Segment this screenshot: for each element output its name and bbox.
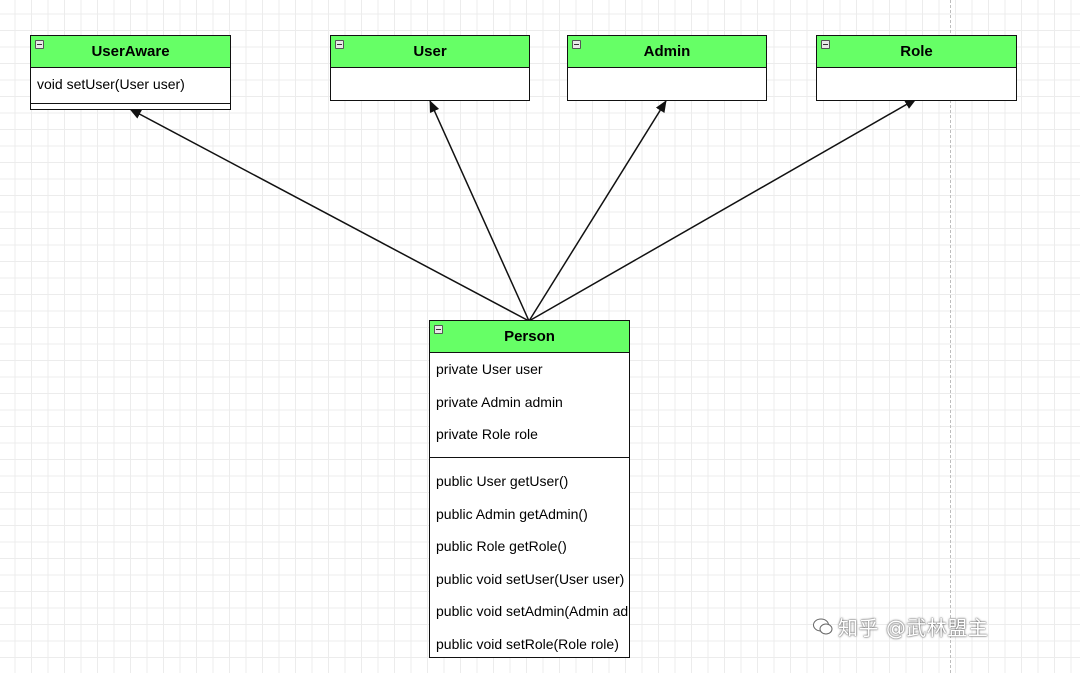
- collapse-icon[interactable]: [335, 40, 344, 49]
- arrow-person-to-admin: [528, 100, 667, 322]
- class-user[interactable]: User: [330, 35, 530, 101]
- section-divider: [430, 457, 629, 458]
- section-divider: [31, 103, 230, 104]
- class-header: UserAware: [31, 36, 230, 68]
- class-header: Role: [817, 36, 1016, 68]
- collapse-icon[interactable]: [821, 40, 830, 49]
- class-name: Admin: [643, 43, 691, 60]
- method-item: public void setRole(Role role): [436, 635, 619, 652]
- attribute-item: private Admin admin: [436, 393, 563, 410]
- class-name: UserAware: [91, 43, 170, 60]
- method-item: public void setAdmin(Admin admin): [436, 603, 629, 619]
- methods-section: void setUser(User user): [31, 68, 230, 103]
- method-item: void setUser(User user): [37, 76, 185, 92]
- page-boundary-line: [950, 0, 951, 673]
- collapse-icon[interactable]: [572, 40, 581, 49]
- method-item: public Admin getAdmin(): [436, 505, 588, 522]
- class-header: User: [331, 36, 529, 68]
- class-header: Admin: [568, 36, 766, 68]
- method-item: public User getUser(): [436, 473, 569, 489]
- attribute-item: private Role role: [436, 426, 538, 442]
- watermark-text: 知乎 @武林盟主: [838, 616, 989, 640]
- attributes-section: private User user private Admin admin pr…: [430, 353, 629, 457]
- methods-section: public User getUser() public Admin getAd…: [430, 458, 629, 660]
- class-useraware[interactable]: UserAware void setUser(User user): [30, 35, 231, 110]
- class-admin[interactable]: Admin: [567, 35, 767, 101]
- arrow-person-to-useraware: [129, 108, 530, 322]
- class-header: Person: [430, 321, 629, 353]
- method-item: public Role getRole(): [436, 538, 567, 554]
- wechat-logo-icon: [813, 618, 833, 634]
- class-person[interactable]: Person private User user private Admin a…: [429, 320, 630, 658]
- arrow-person-to-role: [528, 98, 917, 322]
- collapse-icon[interactable]: [434, 325, 443, 334]
- collapse-icon[interactable]: [35, 40, 44, 49]
- class-name: Person: [504, 328, 555, 345]
- class-role[interactable]: Role: [816, 35, 1017, 101]
- class-name: Role: [900, 43, 933, 60]
- class-name: User: [413, 43, 447, 60]
- watermark: 知乎 @武林盟主: [812, 612, 988, 641]
- attribute-item: private User user: [436, 361, 543, 377]
- method-item: public void setUser(User user): [436, 570, 625, 587]
- arrow-person-to-user: [429, 100, 530, 322]
